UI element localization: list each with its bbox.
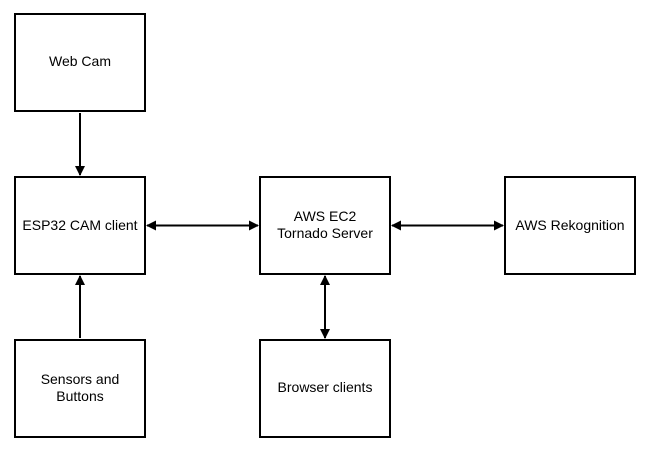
node-browser: Browser clients <box>259 339 391 438</box>
node-rekognition-label: AWS Rekognition <box>515 217 624 233</box>
node-browser-label: Browser clients <box>278 379 373 395</box>
node-esp32-label: ESP32 CAM client <box>22 217 137 233</box>
node-esp32: ESP32 CAM client <box>14 176 146 275</box>
edges-layer <box>75 113 504 339</box>
node-sensors: Sensors and Buttons <box>14 339 146 438</box>
node-webcam: Web Cam <box>14 13 146 112</box>
node-rekognition: AWS Rekognition <box>504 176 636 275</box>
node-ec2: AWS EC2 Tornado Server <box>259 176 391 275</box>
node-ec2-label-line2: Tornado Server <box>277 225 373 241</box>
node-sensors-label-line1: Sensors and <box>41 371 120 387</box>
node-sensors-label-line2: Buttons <box>56 388 103 404</box>
node-ec2-label-line1: AWS EC2 <box>294 208 357 224</box>
node-webcam-label: Web Cam <box>49 53 111 69</box>
